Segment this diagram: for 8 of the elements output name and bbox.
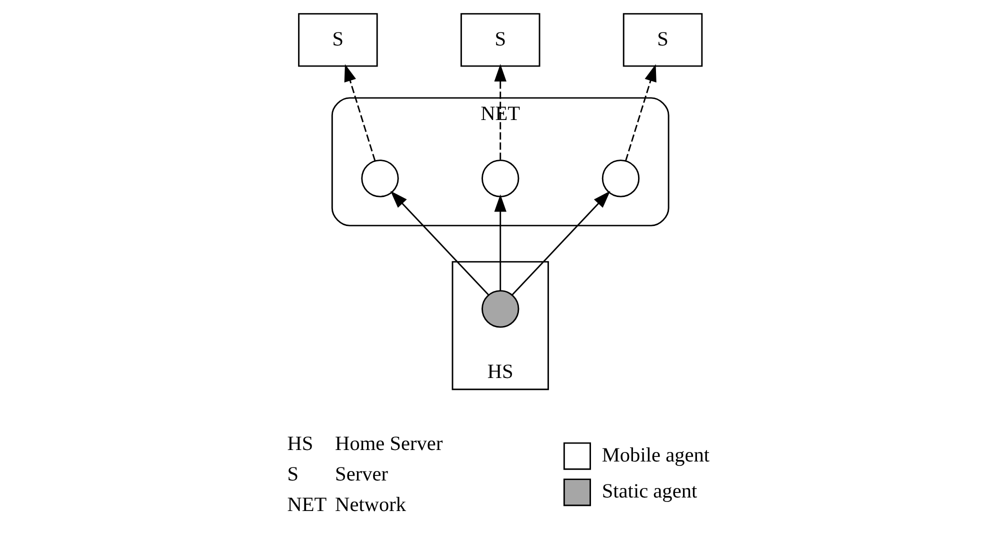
legend-label: Static agent	[602, 480, 698, 503]
label: S	[287, 463, 298, 486]
label: NET	[287, 494, 327, 516]
label: HS	[287, 432, 314, 455]
label: Server	[335, 463, 388, 486]
label: Network	[335, 494, 406, 516]
legend-label: Mobile agent	[602, 444, 710, 466]
label: Home Server	[335, 432, 443, 455]
